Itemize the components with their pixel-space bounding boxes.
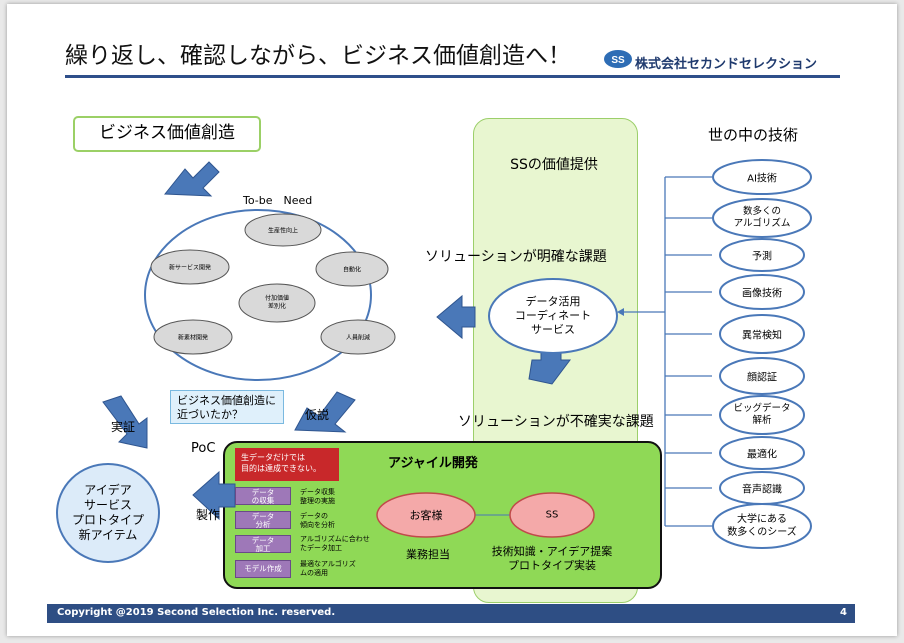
coordinate-service-oval (488, 278, 618, 354)
need-bubble-automation (315, 251, 389, 287)
need-bubble-added-value (238, 283, 316, 323)
need-productivity: 生産性向上 (267, 227, 299, 235)
tech-heading: 世の中の技術 (707, 126, 799, 144)
need-bubble-new-service (150, 249, 230, 285)
tech-anomaly: 異常検知 (742, 330, 782, 342)
tech-oval-optimization (719, 436, 805, 470)
process-collect-desc: データ収集 整理の実施 (300, 488, 335, 505)
idea-circle (56, 463, 160, 563)
logo-mark-text: SS (611, 55, 625, 66)
poc-label: PoC (191, 441, 216, 456)
arrow-to-goal (163, 161, 220, 197)
tech-voice: 音声認識 (742, 484, 782, 496)
ss-role: 技術知識・アイデア提案 プロトタイプ実装 (491, 545, 613, 572)
customer-role: 業務担当 (406, 548, 450, 561)
process-analyze: データ 分析 (235, 511, 291, 529)
need-bubble-staff-reduction (320, 319, 396, 355)
need-new-service: 新サービス開発 (168, 264, 212, 272)
slide: 繰り返し、確認しながら、ビジネス価値創造へ！ SS 株式会社セカンドセレクション (7, 4, 897, 636)
process-model-desc: 最適なアルゴリズ ムの適用 (300, 560, 356, 577)
agile-title: アジャイル開発 (388, 456, 478, 471)
unclear-issue-label: ソリューションが不確実な課題 (458, 414, 654, 430)
idea-circle-text: アイデア サービス プロトタイプ 新アイテム (71, 483, 145, 542)
customer-oval (376, 492, 476, 538)
arrow-verification (102, 395, 148, 449)
process-model: モデル作成 (235, 560, 291, 578)
tech-arrowhead (617, 308, 624, 316)
need-added-value: 付加価値 差別化 (264, 295, 290, 310)
slide-title: 繰り返し、確認しながら、ビジネス価値創造へ！ (65, 43, 571, 69)
coordinate-service-text: データ活用 コーディネート サービス (514, 295, 592, 336)
tech-prediction: 予測 (752, 251, 772, 263)
tech-oval-university (712, 503, 812, 549)
page-number: 4 (840, 607, 847, 618)
copyright-text: Copyright @2019 Second Selection Inc. re… (57, 607, 336, 618)
process-analyze-desc: データの 傾向を分析 (300, 512, 335, 529)
raw-data-warning: 生データだけでは 目的は達成できない。 (235, 448, 339, 481)
need-new-material: 新素材開発 (177, 334, 209, 342)
tech-face: 顔認証 (747, 372, 777, 384)
tech-oval-ai (712, 159, 812, 195)
tech-oval-anomaly (719, 314, 805, 354)
tech-oval-face (719, 357, 805, 395)
arrow-down-column (528, 349, 571, 385)
tech-university: 大学にある 数多くのシーズ (727, 514, 797, 538)
title-underline (65, 75, 840, 78)
arrow-hypothesis (294, 391, 356, 433)
process-transform: データ 加工 (235, 535, 291, 553)
need-bubble-productivity (244, 213, 322, 247)
arrow-to-needs (436, 294, 476, 340)
tech-bigdata: ビッグデータ 解析 (733, 403, 791, 426)
tech-algorithms: 数多くの アルゴリズム (733, 206, 791, 229)
company-name: 株式会社セカンドセレクション (635, 57, 818, 72)
tech-oval-algorithms (712, 198, 812, 238)
need-automation: 自動化 (342, 266, 362, 274)
company-logo-icon: SS (604, 50, 632, 68)
footer-bar: Copyright @2019 Second Selection Inc. re… (47, 604, 855, 623)
tech-oval-prediction (719, 238, 805, 272)
tobe-need-label: To-be Need (243, 194, 313, 207)
verification-label: 実証 (111, 420, 136, 434)
tech-oval-image (719, 274, 805, 310)
process-transform-desc: アルゴリズムに合わせ たデータ加工 (300, 535, 370, 552)
business-value-callout: ビジネス価値創造に 近づいたか？ (170, 390, 284, 424)
ss-label: SS (545, 509, 559, 521)
hypothesis-label: 仮説 (305, 408, 330, 422)
diagram-canvas (56, 159, 812, 563)
customer-label: お客様 (409, 509, 443, 522)
tech-optimization: 最適化 (747, 449, 777, 461)
business-value-label: ビジネス価値創造 (73, 116, 261, 152)
need-bubble-new-material (153, 319, 233, 355)
production-label: 製作 (196, 508, 221, 522)
tech-image: 画像技術 (742, 288, 782, 300)
process-collect: データ の収集 (235, 487, 291, 505)
tech-ai: AI技術 (747, 173, 777, 185)
tech-tree-lines (619, 176, 712, 527)
clear-issue-label: ソリューションが明確な課題 (425, 249, 607, 265)
ss-oval (509, 492, 595, 538)
tech-oval-bigdata (719, 395, 805, 435)
need-staff-reduction: 人員削減 (345, 334, 371, 342)
ss-value-title: SSの価値提供 (510, 157, 598, 173)
